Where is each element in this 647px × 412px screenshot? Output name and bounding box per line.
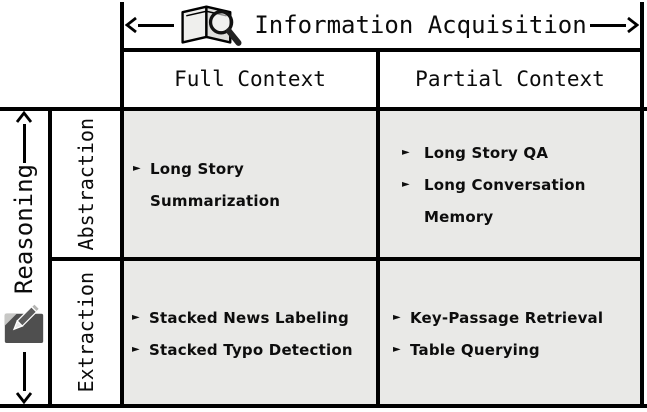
bullet-icon: ► <box>393 311 401 323</box>
task-item: ► Stacked News Labeling <box>132 302 349 334</box>
grid-line-bottom-border <box>0 404 647 408</box>
task-item: ► Long Story Summarization <box>133 153 305 217</box>
arrow-up-icon <box>15 111 33 124</box>
task-label: Long Story QA <box>424 143 549 162</box>
grid-line-column-divider <box>376 49 380 408</box>
grid-line-content-left <box>120 2 124 408</box>
task-label: Stacked News Labeling <box>149 308 349 327</box>
bullet-icon: ► <box>402 178 410 190</box>
column-header-label: Partial Context <box>415 67 605 91</box>
memo-pencil-icon <box>3 298 45 350</box>
grid-line-grid-top <box>0 107 647 111</box>
task-item: ► Long Story QA <box>402 137 548 169</box>
task-label: Long Story Summarization <box>150 159 281 210</box>
axis-line-segment <box>22 351 26 392</box>
cell-extraction-full-context: ► Stacked News Labeling ► Stacked Typo D… <box>121 259 380 408</box>
y-axis-header: Reasoning <box>0 111 48 405</box>
bullet-icon: ► <box>133 162 141 174</box>
task-label: Stacked Typo Detection <box>149 340 353 359</box>
column-header-full-context: Full Context <box>124 51 376 107</box>
cell-abstraction-partial-context: ► Long Story QA ► Long Conversation Memo… <box>378 108 644 261</box>
column-header-partial-context: Partial Context <box>380 51 640 107</box>
book-magnifier-icon <box>175 3 247 47</box>
row-header-extraction: Extraction <box>52 261 120 404</box>
bullet-icon: ► <box>132 343 140 355</box>
row-header-abstraction: Abstraction <box>52 111 120 257</box>
x-axis-header: Information Acquisition <box>125 3 639 47</box>
grid-line-header-bottom <box>120 48 644 52</box>
x-axis-label: Information Acquisition <box>254 11 587 39</box>
grid-line-row-divider <box>48 257 644 261</box>
task-item: ► Key-Passage Retrieval <box>393 302 603 334</box>
axis-line-segment <box>138 23 175 27</box>
cell-extraction-partial-context: ► Key-Passage Retrieval ► Table Querying <box>378 259 644 408</box>
task-label: Long Conversation Memory <box>424 175 586 226</box>
row-header-label: Extraction <box>74 272 98 393</box>
task-label: Key-Passage Retrieval <box>410 308 604 327</box>
y-axis-label: Reasoning <box>10 164 38 295</box>
arrow-right-icon <box>626 16 639 34</box>
task-item: ► Table Querying <box>393 334 540 366</box>
task-label: Table Querying <box>410 340 540 359</box>
axis-line-segment <box>22 124 26 164</box>
arrow-down-icon <box>15 391 33 405</box>
bullet-icon: ► <box>393 343 401 355</box>
grid-line-right-border <box>640 2 644 408</box>
row-header-label: Abstraction <box>74 117 98 251</box>
task-item: ► Long Conversation Memory <box>402 169 599 233</box>
arrow-left-icon <box>125 16 138 34</box>
cell-abstraction-full-context: ► Long Story Summarization <box>121 108 380 261</box>
bullet-icon: ► <box>132 311 140 323</box>
bullet-icon: ► <box>402 146 410 158</box>
task-item: ► Stacked Typo Detection <box>132 334 353 366</box>
column-header-label: Full Context <box>174 67 326 91</box>
axis-line-segment <box>589 23 626 27</box>
